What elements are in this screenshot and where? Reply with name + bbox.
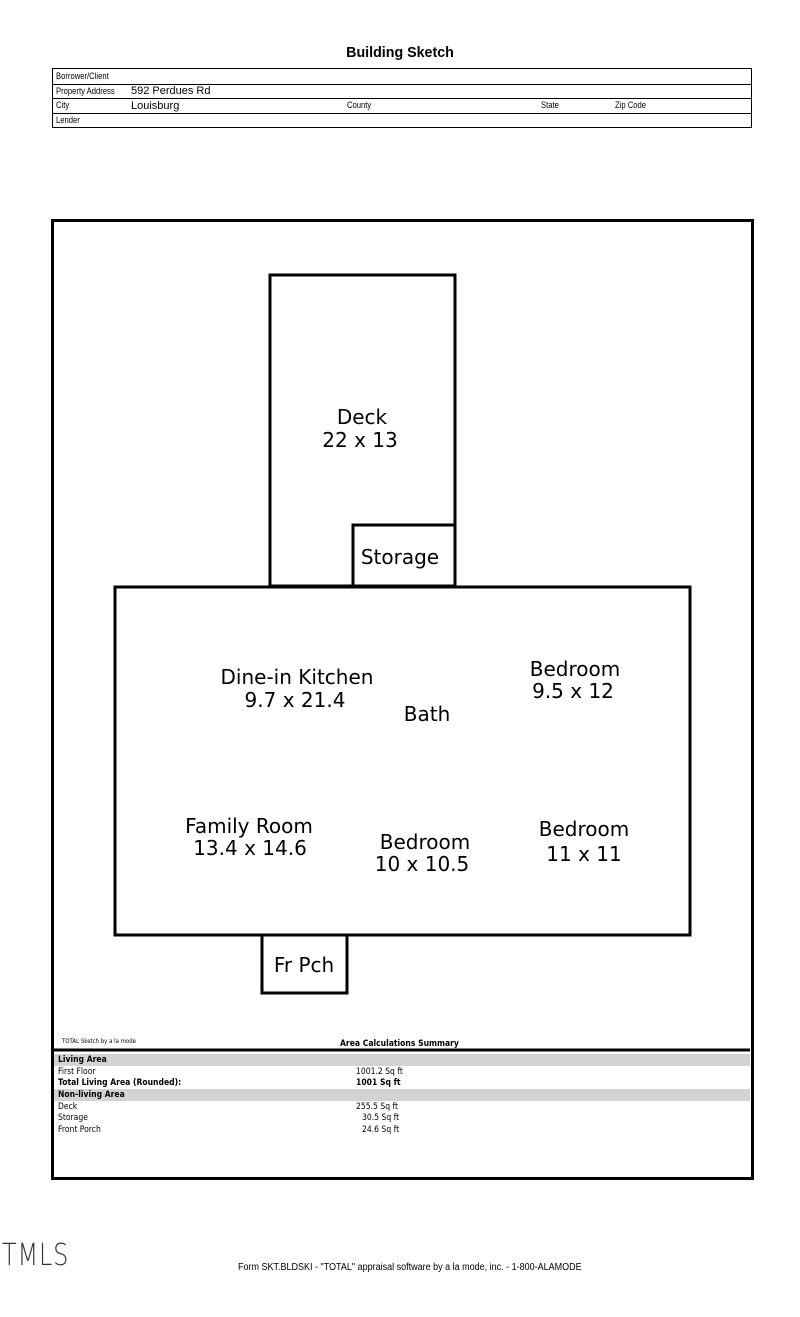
kitchen-label: Dine-in Kitchen: [221, 665, 374, 689]
bedroom2-dims: 10 x 10.5: [375, 852, 470, 876]
total-living-label: Total Living Area (Rounded):: [58, 1078, 182, 1088]
living-area-bar: [54, 1054, 750, 1066]
kitchen-dims: 9.7 x 21.4: [245, 688, 346, 712]
sketch-frame: [51, 219, 754, 1180]
lender-label: Lender: [56, 114, 80, 125]
family-room-label: Family Room: [185, 814, 313, 838]
page-title: Building Sketch: [346, 44, 454, 61]
family-room-dims: 13.4 x 14.6: [193, 836, 307, 860]
tmls-logo: TMLS: [2, 1238, 70, 1273]
first-floor-value: 1001.2 Sq ft: [356, 1067, 403, 1077]
deck-area-label: Deck: [58, 1102, 78, 1112]
porch-area-label: Front Porch: [58, 1125, 101, 1135]
total-living-value: 1001 Sq ft: [356, 1078, 401, 1088]
first-floor-label: First Floor: [58, 1067, 96, 1077]
address-row: Property Address 592 Perdues Rd: [53, 84, 751, 99]
address-label: Property Address: [56, 85, 115, 96]
bedroom3-label: Bedroom: [539, 817, 629, 841]
address-value: 592 Perdues Rd: [131, 84, 211, 97]
zip-label: Zip Code: [615, 100, 647, 110]
city-row: City Louisburg County State Zip Code: [53, 98, 751, 114]
header-table: Borrower/Client Property Address 592 Perd…: [52, 68, 752, 128]
bath-label: Bath: [404, 702, 451, 726]
porch-outline: [260, 933, 349, 995]
nonliving-area-bar: [54, 1089, 750, 1101]
porch-label: Fr Pch: [274, 953, 334, 977]
porch-area-value: 24.6 Sq ft: [362, 1125, 400, 1135]
bedroom1-dims: 9.5 x 12: [532, 679, 614, 703]
bedroom3-dims: 11 x 11: [546, 842, 621, 866]
summary-title: Area Calculations Summary: [340, 1039, 459, 1049]
nonliving-area-header: Non-living Area: [58, 1090, 125, 1100]
storage-area-value: 30.5 Sq ft: [362, 1113, 400, 1123]
borrower-label: Borrower/Client: [56, 71, 109, 81]
city-value: Louisburg: [131, 100, 180, 112]
deck-dims: 22 x 13: [322, 428, 397, 452]
deck-label: Deck: [337, 405, 388, 429]
county-label: County: [347, 100, 372, 110]
deck-area-value: 255.5 Sq ft: [356, 1102, 399, 1112]
bedroom2-label: Bedroom: [380, 830, 470, 854]
living-area-header: Living Area: [58, 1055, 107, 1065]
form-footer: Form SKT.BLDSKI - "TOTAL" appraisal soft…: [238, 1262, 582, 1273]
bedroom1-label: Bedroom: [530, 657, 620, 681]
storage-label: Storage: [361, 545, 439, 569]
city-label: City: [56, 100, 70, 110]
lender-row: Lender: [53, 113, 751, 128]
sketch-credit: TOTAL Sketch by a la mode: [62, 1038, 136, 1045]
state-label: State: [541, 100, 559, 110]
borrower-row: Borrower/Client: [53, 69, 751, 85]
storage-area-label: Storage: [58, 1113, 88, 1123]
house-outline: [113, 585, 692, 937]
